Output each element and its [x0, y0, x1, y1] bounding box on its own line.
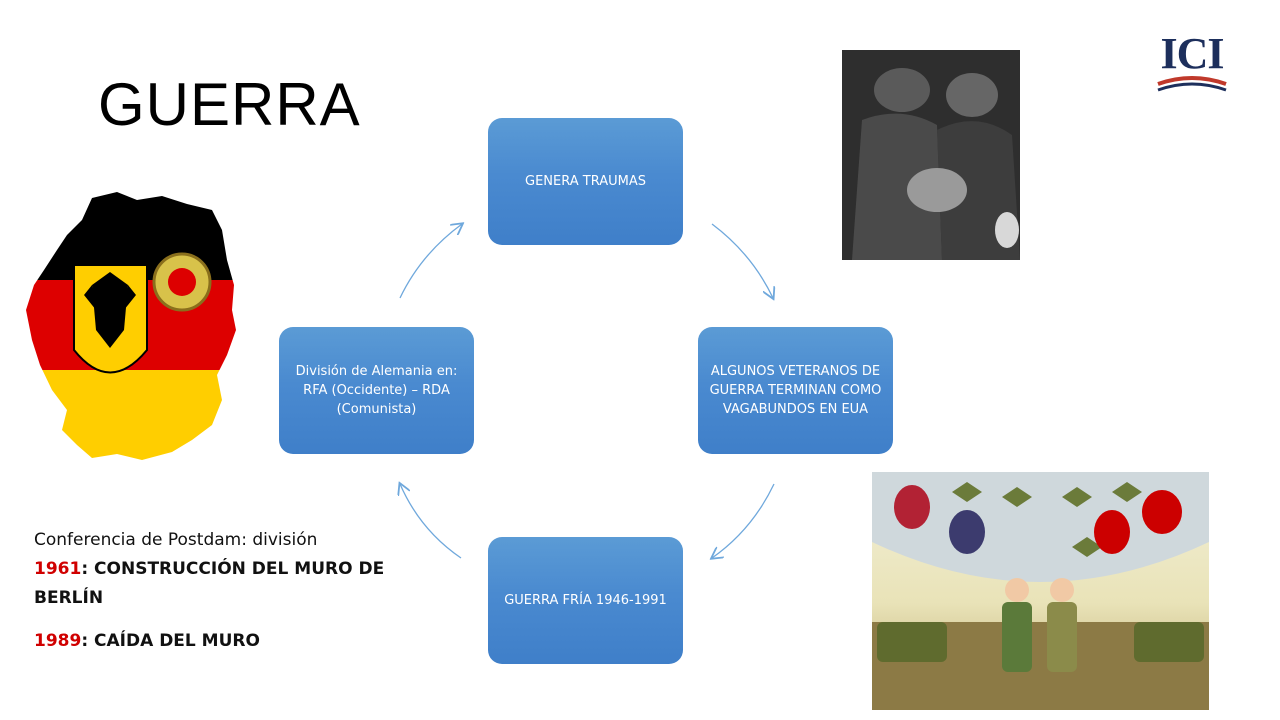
cycle-node-division-alemania: División de Alemania en: RFA (Occidente)… [279, 327, 474, 454]
event-1961: : CONSTRUCCIÓN DEL MURO DE BERLÍN [34, 559, 385, 608]
arrow-top-to-right [711, 223, 773, 298]
ici-logo: ICI [1150, 28, 1234, 100]
arrow-right-to-bottom [712, 483, 775, 558]
logo-text: ICI [1160, 29, 1224, 78]
soldiers-photo [842, 50, 1020, 260]
arrow-left-to-top [399, 224, 462, 299]
cycle-node-veteranos: ALGUNOS VETERANOS DE GUERRA TERMINAN COM… [698, 327, 893, 454]
info-line-1989: 1989: CAÍDA DEL MURO [34, 627, 414, 656]
cycle-node-guerra-fria: GUERRA FRÍA 1946-1991 [488, 537, 683, 664]
slide-title: GUERRA [98, 71, 361, 138]
event-1989: : CAÍDA DEL MURO [81, 631, 260, 651]
info-line-conferencia: Conferencia de Postdam: división [34, 530, 318, 550]
cold-war-cartoon-image [872, 472, 1209, 710]
year-1961: 1961 [34, 559, 82, 579]
germany-map-image [26, 192, 236, 460]
cycle-node-genera-traumas: GENERA TRAUMAS [488, 118, 683, 245]
info-line-1961: 1961: CONSTRUCCIÓN DEL MURO DE BERLÍN [34, 555, 414, 613]
info-text-block: Conferencia de Postdam: división 1961: C… [34, 526, 414, 656]
book-icon [1157, 76, 1227, 92]
year-1989: 1989 [34, 631, 82, 651]
